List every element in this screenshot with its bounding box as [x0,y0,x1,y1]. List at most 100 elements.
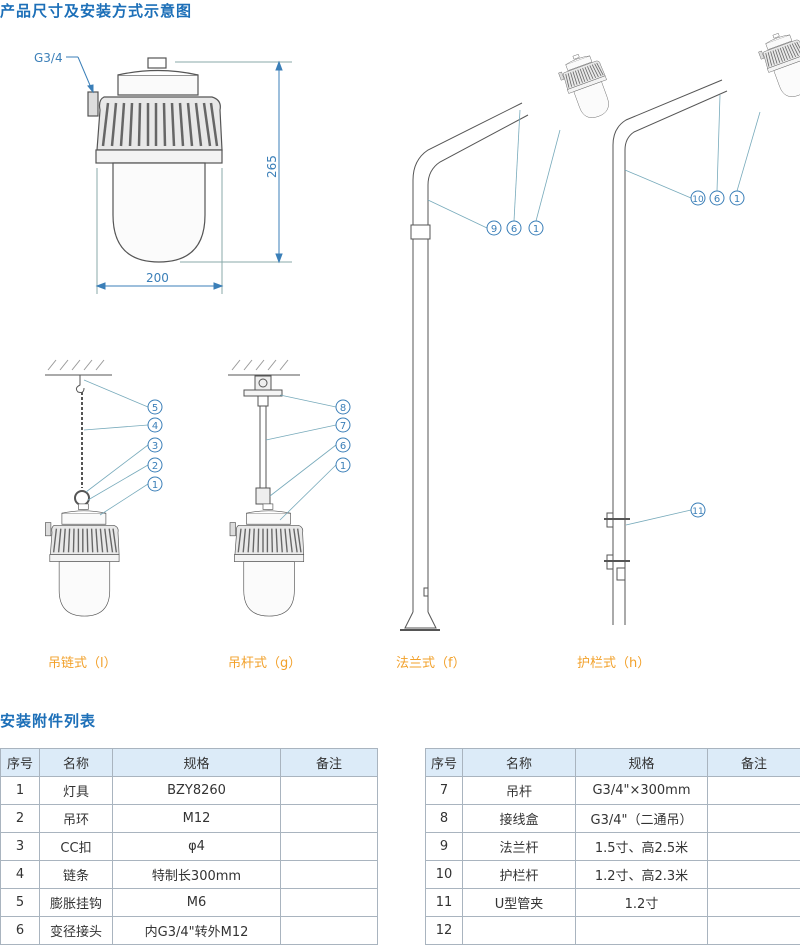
chain-mount-drawing [44,359,120,617]
header-name: 名称 [39,748,113,777]
cell-spec: 内G3/4"转外M12 [112,916,281,945]
cell-name: U型管夹 [462,888,576,917]
label-rail-mount: 护栏式（h） [577,656,651,671]
cell-spec: BZY8260 [112,776,281,805]
cell-name: 吊环 [39,804,113,833]
cell-no: 5 [0,888,40,917]
cell-no: 2 [0,804,40,833]
cell-no: 8 [425,804,463,833]
callout-rod-1: 1 [335,457,351,473]
cell-no: 1 [0,776,40,805]
dimension-lines [66,56,292,294]
label-flange-mount: 法兰式（f） [396,656,466,671]
callout-chain-3: 3 [147,437,163,453]
cell-name: 接线盒 [462,804,576,833]
rod-mount-drawing [228,359,305,617]
section-title-drawings: 产品尺寸及安装方式示意图 [0,2,193,20]
cell-note [280,888,378,917]
svg-text:5: 5 [152,403,158,414]
svg-text:10: 10 [692,195,704,205]
callout-rail-1: 1 [729,190,745,206]
section-title-accessories: 安装附件列表 [0,712,97,730]
cell-spec [575,916,708,945]
svg-text:6: 6 [714,194,720,205]
callout-chain-2: 2 [147,457,163,473]
cell-note [280,804,378,833]
callout-rod-8: 8 [335,399,351,415]
cell-note [280,832,378,861]
cell-no: 11 [425,888,463,917]
cell-spec: 特制长300mm [112,860,281,889]
table-header-row: 序号 名称 规格 备注 [425,748,800,777]
table-row: 12 [425,916,800,945]
callout-chain-1: 1 [147,476,163,492]
svg-text:1: 1 [734,194,740,205]
cell-no: 9 [425,832,463,861]
cell-spec: φ4 [112,832,281,861]
table-header-row: 序号 名称 规格 备注 [0,748,378,777]
height-dimension: 265 [265,155,279,178]
cell-name: 吊杆 [462,776,576,805]
svg-text:11: 11 [692,507,703,517]
cell-name [462,916,576,945]
cell-no: 3 [0,832,40,861]
header-note: 备注 [707,748,800,777]
svg-text:1: 1 [340,461,346,472]
cell-note [707,916,800,945]
svg-text:2: 2 [152,461,158,472]
cell-name: 膨胀挂钩 [39,888,113,917]
cell-spec: 1.2寸 [575,888,708,917]
header-no: 序号 [0,748,40,777]
label-chain-mount: 吊链式（l） [48,656,117,671]
header-name: 名称 [462,748,576,777]
header-spec: 规格 [112,748,281,777]
cell-note [707,804,800,833]
callout-flange-6: 6 [506,220,522,236]
cell-spec: M12 [112,804,281,833]
svg-text:1: 1 [533,224,539,235]
callout-leaders [83,94,761,526]
cell-note [280,776,378,805]
flange-pole-drawing [400,47,618,631]
cell-no: 6 [0,916,40,945]
svg-text:9: 9 [491,224,497,235]
callout-flange-9: 9 [486,220,502,236]
cell-no: 7 [425,776,463,805]
cell-note [707,776,800,805]
callout-rail-6: 6 [709,190,725,206]
callout-rod-7: 7 [335,417,351,433]
header-no: 序号 [425,748,463,777]
cell-spec: M6 [112,888,281,917]
cell-name: 法兰杆 [462,832,576,861]
cell-spec: G3/4"（二通吊） [575,804,708,833]
svg-text:6: 6 [511,224,517,235]
cell-note [707,888,800,917]
width-dimension: 200 [146,271,169,285]
callout-flange-1: 1 [528,220,544,236]
svg-text:6: 6 [340,441,346,452]
cell-note [707,860,800,889]
installation-drawing: G3/4 200 265 [34,26,800,631]
cell-note [280,916,378,945]
svg-text:1: 1 [152,480,158,491]
cell-no: 12 [425,916,463,945]
cell-name: 变径接头 [39,916,113,945]
cell-name: 灯具 [39,776,113,805]
cell-note [707,832,800,861]
thread-size-label: G3/4 [34,51,63,65]
svg-text:3: 3 [152,441,158,452]
header-spec: 规格 [575,748,708,777]
cell-no: 4 [0,860,40,889]
callout-chain-4: 4 [147,417,163,433]
callout-bubbles: 5 4 3 2 1 8 7 6 1 9 6 1 10 6 1 11 [147,190,745,518]
cell-note [280,860,378,889]
